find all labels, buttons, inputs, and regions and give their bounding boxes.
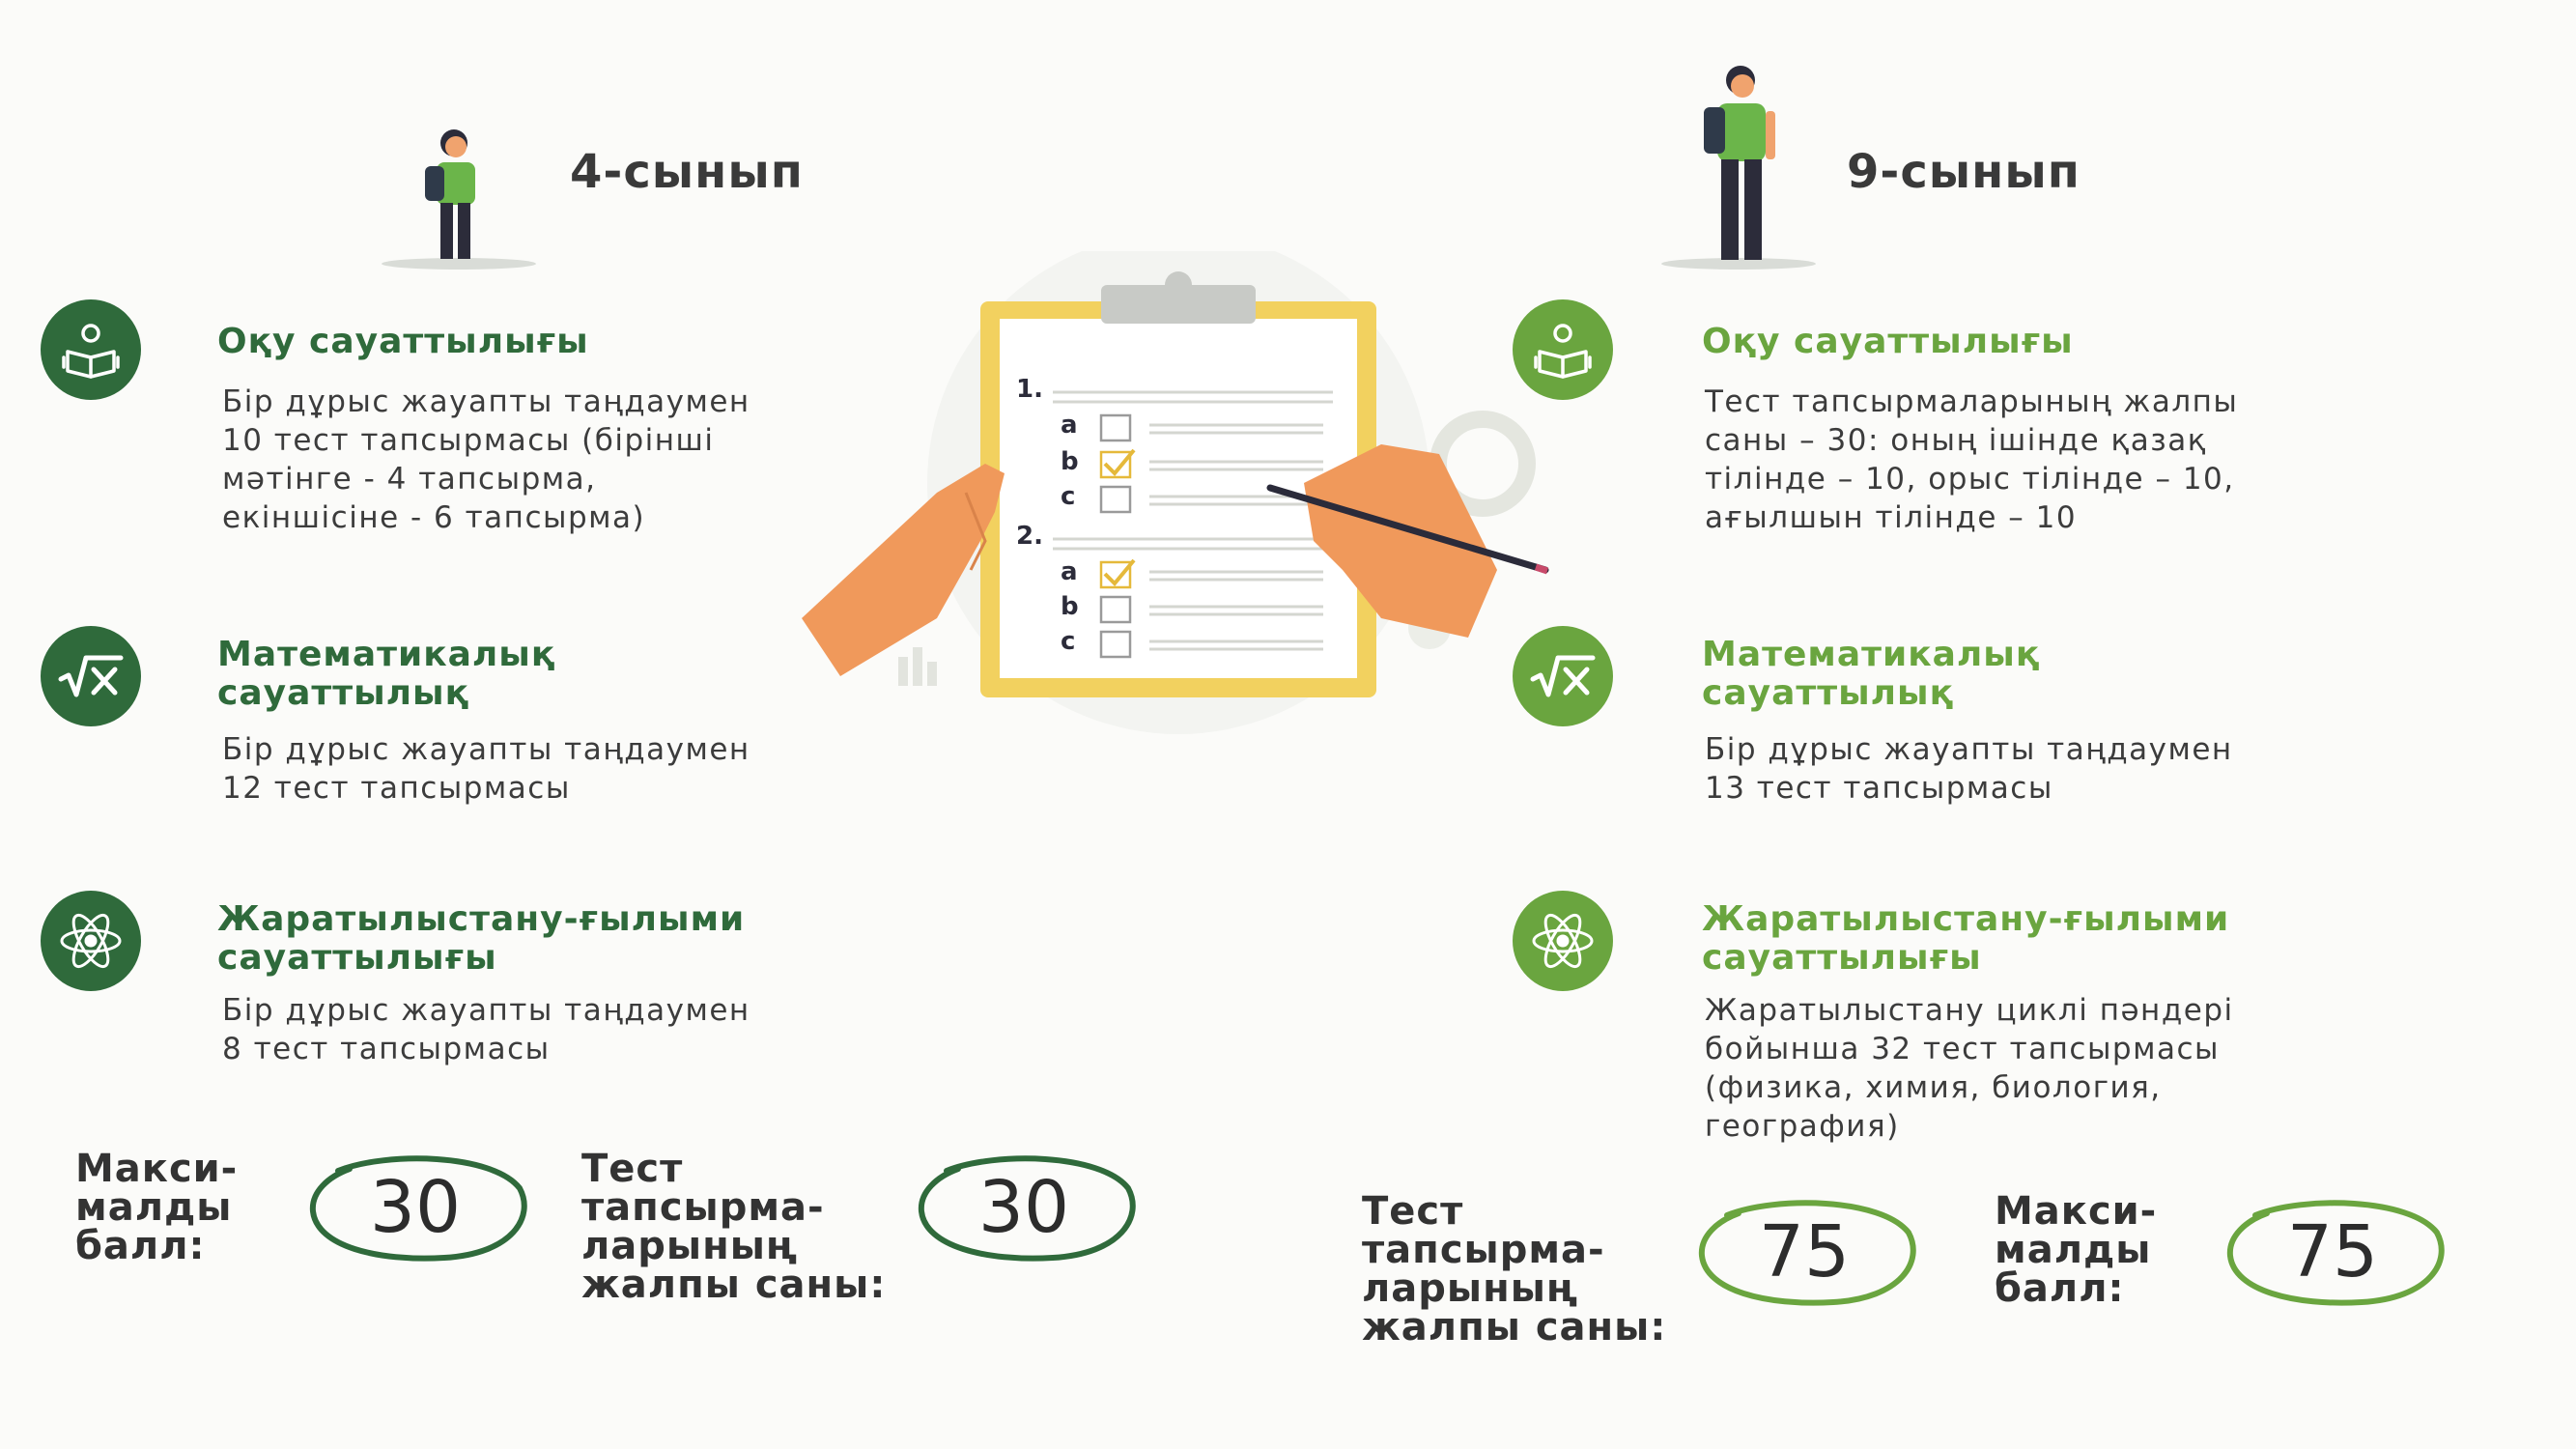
question-1-number: 1. <box>1016 375 1043 404</box>
reading-icon <box>41 299 141 400</box>
max-score-label: Макси- малды балл: <box>75 1147 239 1268</box>
grade-4-title: 4-сынып <box>570 145 804 199</box>
square-root-icon <box>1513 626 1613 726</box>
max-score-ring: 75 <box>2217 1194 2449 1310</box>
math-literacy-text: Бір дұрыс жауапты таңдаумен 13 тест тапс… <box>1705 732 2233 806</box>
question-2-number: 2. <box>1016 522 1043 551</box>
science-literacy-title: Жаратылыстану-ғылыми сауаттылығы <box>217 899 746 978</box>
math-literacy-text: Бір дұрыс жауапты таңдаумен 12 тест тапс… <box>222 732 750 806</box>
reading-icon <box>1513 299 1613 400</box>
total-tasks-value: 75 <box>1758 1210 1851 1293</box>
reading-literacy-text: Тест тапсырмаларының жалпы саны – 30: он… <box>1705 384 2239 535</box>
science-literacy-text: Бір дұрыс жауапты таңдаумен 8 тест тапсы… <box>222 993 750 1066</box>
science-literacy-text: Жаратылыстану циклі пәндері бойынша 32 т… <box>1705 993 2234 1144</box>
atom-icon <box>1513 891 1613 991</box>
q1-option-a: a <box>1061 411 1078 440</box>
q2-option-b: b <box>1061 592 1079 621</box>
clipboard-illustration: 1. 2. a b c a b c <box>763 251 1603 753</box>
max-score-value: 75 <box>2286 1210 2379 1293</box>
q1-option-b: b <box>1061 447 1079 476</box>
reading-literacy-title: Оқу сауаттылығы <box>1702 322 2074 361</box>
total-tasks-value: 30 <box>977 1166 1070 1249</box>
atom-icon <box>41 891 141 991</box>
math-literacy-title: Математикалық сауаттылық <box>217 635 556 713</box>
q2-option-a: a <box>1061 557 1078 586</box>
grade-9-title: 9-сынып <box>1847 145 2081 199</box>
total-tasks-ring: 75 <box>1688 1194 1920 1310</box>
square-root-icon <box>41 626 141 726</box>
max-score-ring: 30 <box>299 1150 531 1265</box>
student-tall-illustration <box>1661 66 1816 270</box>
q2-option-c: c <box>1061 627 1076 656</box>
total-tasks-ring: 30 <box>908 1150 1140 1265</box>
max-score-value: 30 <box>369 1166 462 1249</box>
math-literacy-title: Математикалық сауаттылық <box>1702 635 2041 713</box>
science-literacy-title: Жаратылыстану-ғылыми сауаттылығы <box>1702 899 2230 978</box>
reading-literacy-text: Бір дұрыс жауапты таңдаумен 10 тест тапс… <box>222 384 750 535</box>
q1-option-c: c <box>1061 482 1076 511</box>
total-tasks-label: Тест тапсырма- ларының жалпы саны: <box>1362 1189 1667 1350</box>
total-tasks-label: Тест тапсырма- ларының жалпы саны: <box>581 1147 887 1307</box>
max-score-label: Макси- малды балл: <box>1995 1189 2158 1311</box>
reading-literacy-title: Оқу сауаттылығы <box>217 322 589 361</box>
student-small-illustration <box>382 129 536 270</box>
